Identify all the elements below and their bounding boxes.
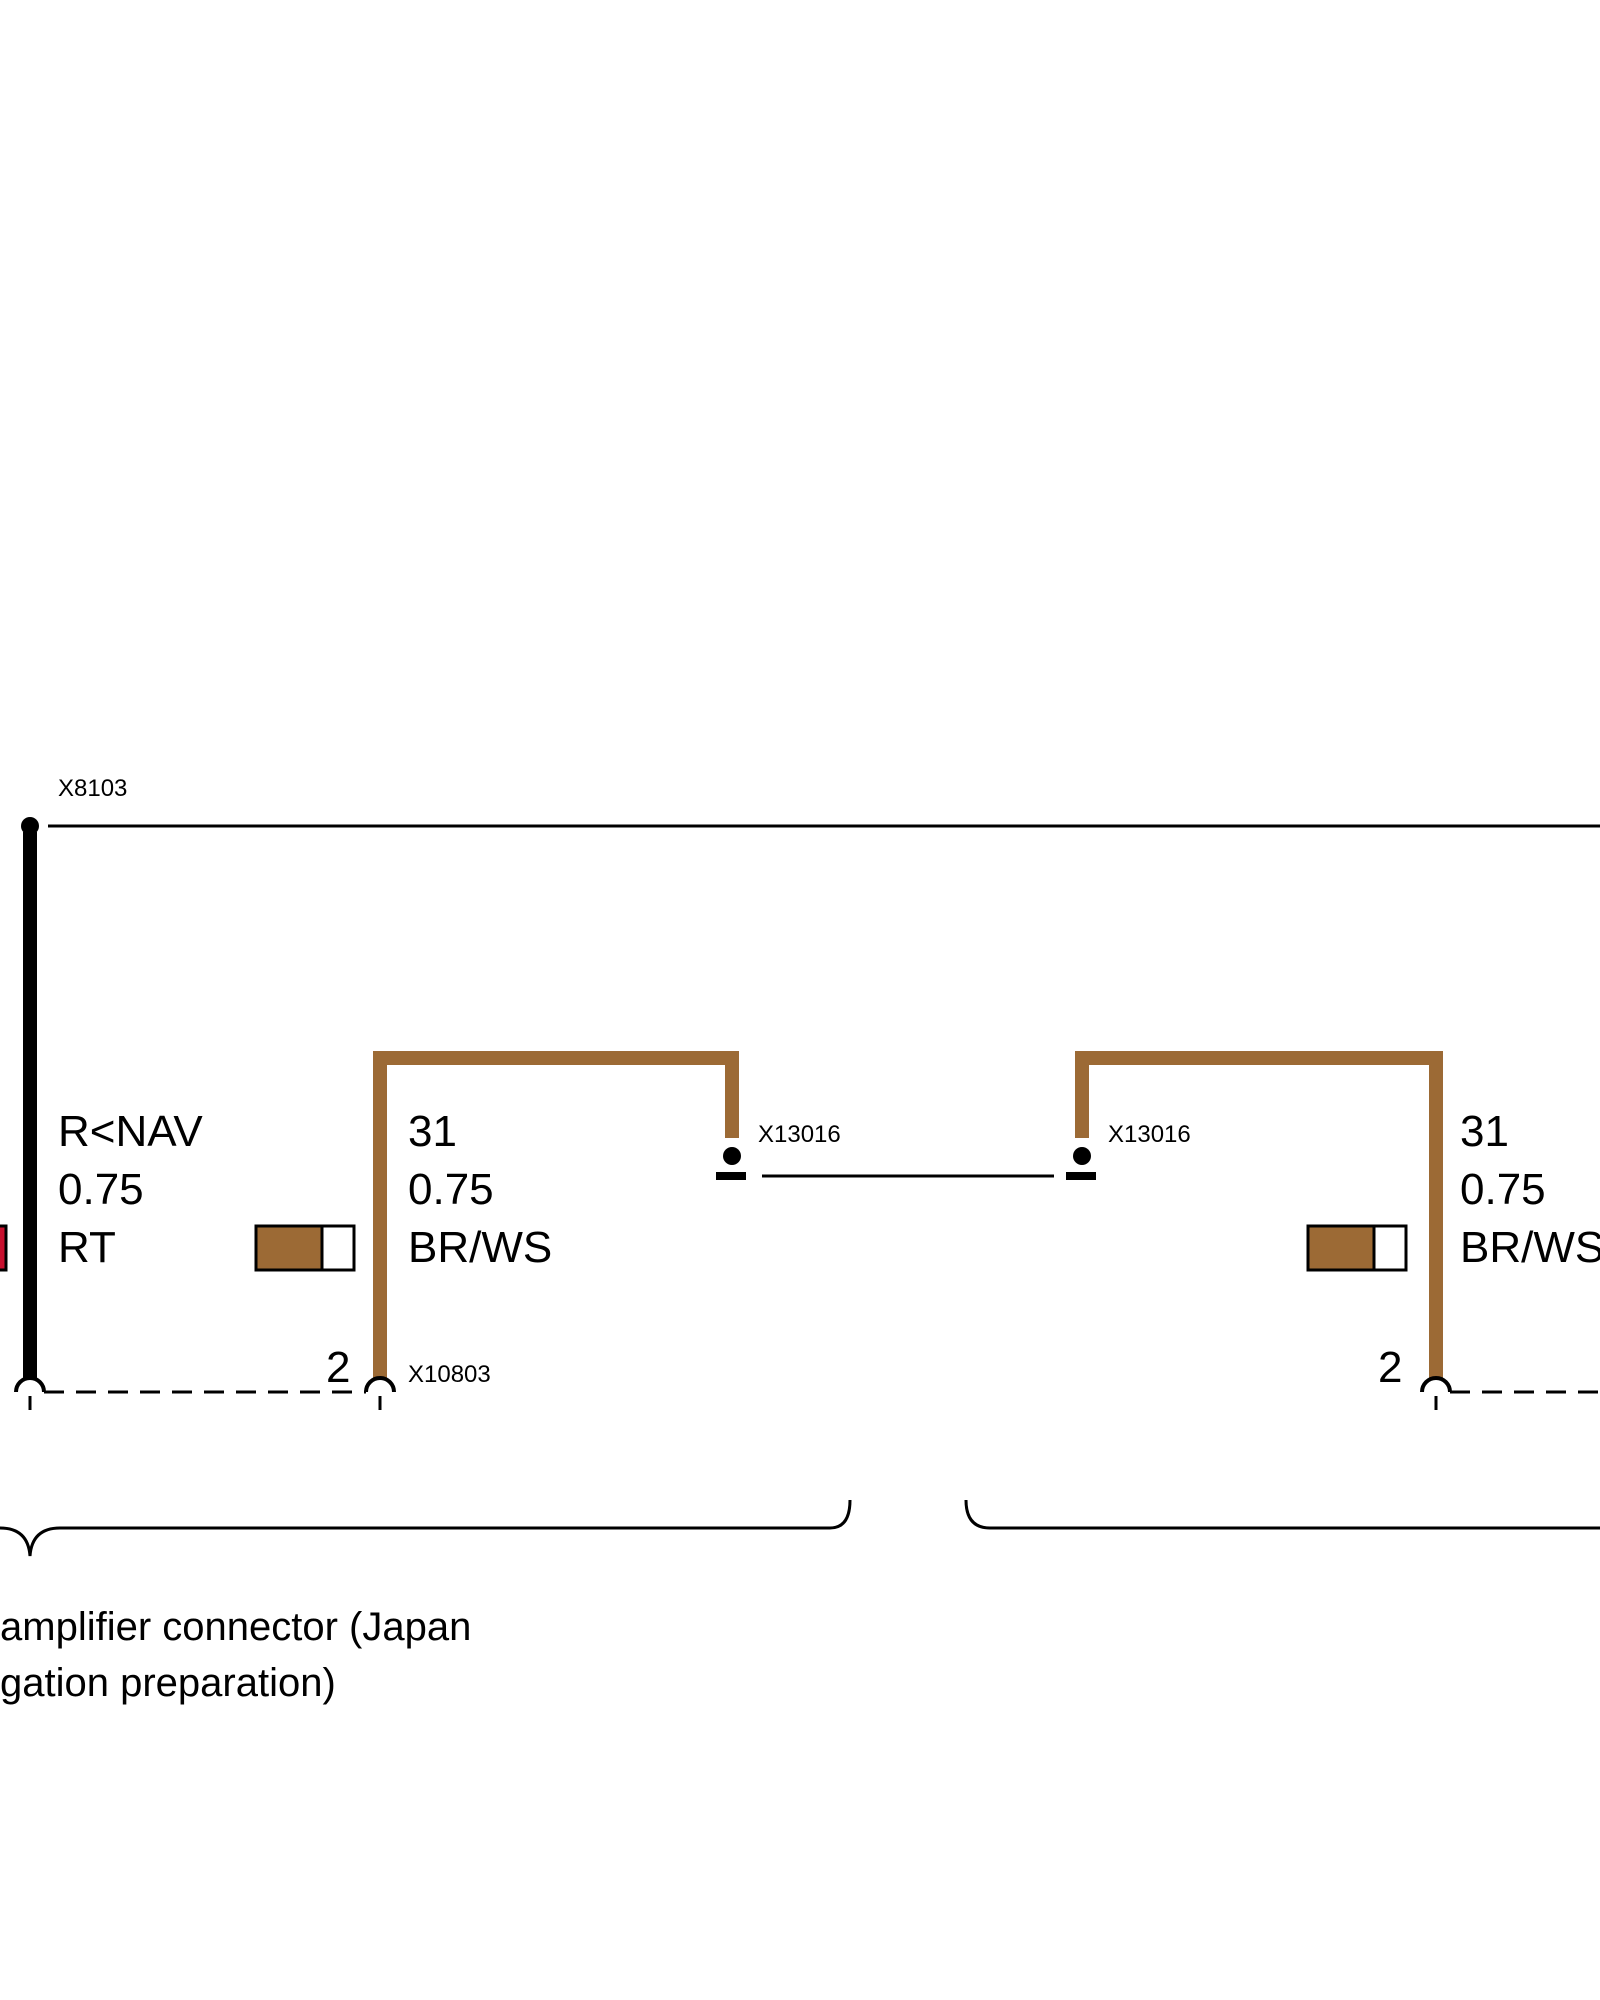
connector-label-x8103: X8103 [58,775,127,802]
caption-line-2: gation preparation) [0,1661,336,1705]
wire-color-left: RT [58,1223,116,1272]
wire-gauge-left: 0.75 [58,1165,144,1214]
pin-symbol-middle [364,1376,396,1393]
brace-left [0,1499,852,1557]
color-swatch-white-middle [320,1224,356,1272]
x8103-junction-dot [21,817,39,835]
color-swatch-red [0,1224,8,1272]
right-wire-brown [1075,1051,1443,1380]
wire-gauge-middle: 0.75 [408,1165,494,1214]
connector-label-x10803: X10803 [408,1361,491,1388]
middle-wire-brown [373,1051,739,1380]
connector-label-x13016-left: X13016 [758,1121,841,1148]
wire-color-right: BR/WS [1460,1223,1600,1272]
pin-number-middle: 2 [326,1343,350,1392]
x13016-left-dot [723,1147,741,1165]
wire-color-middle: BR/WS [408,1223,552,1272]
color-swatch-white-right [1372,1224,1408,1272]
wire-function-middle: 31 [408,1107,457,1156]
x13016-right-dot [1073,1147,1091,1165]
color-swatch-brown-white-right [1306,1224,1376,1272]
wire-function-right: 31 [1460,1107,1509,1156]
connector-label-x13016-right: X13016 [1108,1121,1191,1148]
color-swatch-brown-white-middle [254,1224,324,1272]
pin-symbol-left [14,1376,46,1393]
caption-line-1: amplifier connector (Japan [0,1605,471,1649]
pin-number-right: 2 [1378,1343,1402,1392]
pin-symbol-right [1420,1376,1452,1393]
wire-function-left: R<NAV [58,1107,203,1156]
brace-right [964,1499,1600,1530]
wire-gauge-right: 0.75 [1460,1165,1546,1214]
